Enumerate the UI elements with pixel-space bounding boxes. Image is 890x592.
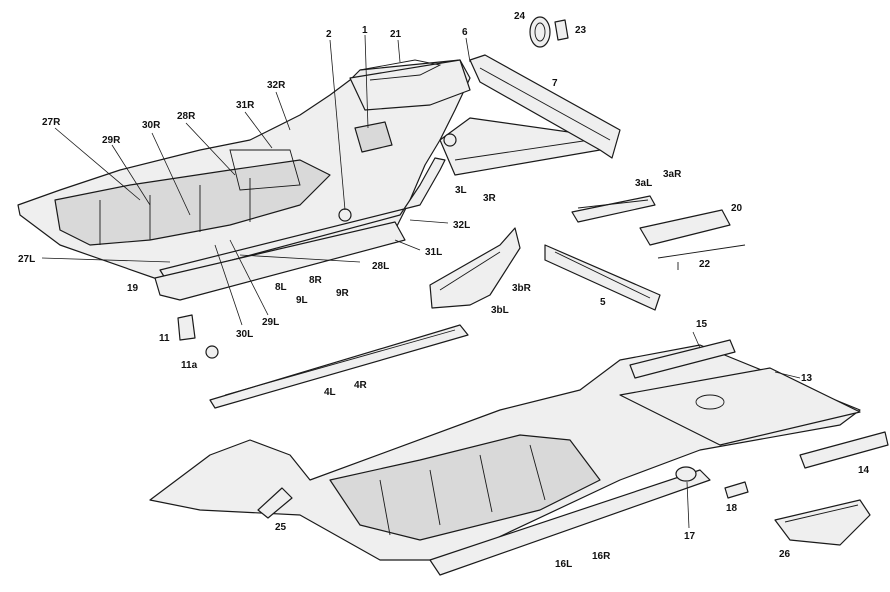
label-8R: 8R	[309, 275, 323, 286]
label-3aR: 3aR	[663, 169, 682, 180]
part-labels: 1 2 21 6 24 23 7 27R 29R 30R 28R 31R 32R…	[18, 11, 870, 570]
label-1: 1	[362, 25, 368, 36]
part-11-bracket	[177, 314, 196, 341]
label-28R: 28R	[177, 111, 196, 122]
part-25-bracket	[257, 487, 293, 519]
label-23: 23	[575, 25, 587, 36]
part-17-cup	[675, 466, 697, 482]
label-8L: 8L	[275, 282, 287, 293]
label-5: 5	[600, 297, 606, 308]
part-13-rear-panel	[619, 367, 861, 446]
label-30R: 30R	[142, 120, 161, 131]
label-32L: 32L	[453, 220, 470, 231]
part-22-rod	[657, 244, 746, 259]
part-4-sill	[209, 324, 469, 409]
label-3aL: 3aL	[635, 178, 652, 189]
label-13: 13	[801, 373, 813, 384]
label-3L: 3L	[455, 185, 467, 196]
label-20: 20	[731, 203, 743, 214]
part-3a-strip	[571, 195, 656, 223]
label-29R: 29R	[102, 135, 121, 146]
part-15-rail	[629, 339, 736, 379]
label-2: 2	[326, 29, 332, 40]
label-32R: 32R	[267, 80, 286, 91]
label-15: 15	[696, 319, 708, 330]
label-24: 24	[514, 11, 526, 22]
label-16R: 16R	[592, 551, 611, 562]
label-9R: 9R	[336, 288, 350, 299]
label-17: 17	[684, 531, 696, 542]
label-4R: 4R	[354, 380, 368, 391]
label-27L: 27L	[18, 254, 35, 265]
top-floor-assembly	[17, 59, 601, 301]
part-18-clip	[724, 481, 749, 499]
label-14: 14	[858, 465, 870, 476]
label-19: 19	[127, 283, 139, 294]
label-29L: 29L	[262, 317, 279, 328]
part-24-clamp	[529, 16, 551, 48]
label-22: 22	[699, 259, 711, 270]
label-4L: 4L	[324, 387, 336, 398]
label-7: 7	[552, 78, 558, 89]
label-26: 26	[779, 549, 791, 560]
label-27R: 27R	[42, 117, 61, 128]
label-6: 6	[462, 27, 468, 38]
label-3bL: 3bL	[491, 305, 509, 316]
label-30L: 30L	[236, 329, 253, 340]
part-14-rail	[799, 431, 889, 469]
label-18: 18	[726, 503, 738, 514]
part-11a-grommet	[205, 345, 219, 359]
label-11: 11	[159, 333, 170, 344]
label-11a: 11a	[181, 360, 198, 371]
label-3R: 3R	[483, 193, 497, 204]
label-21: 21	[390, 29, 402, 40]
label-25: 25	[275, 522, 287, 533]
leader-lines	[41, 34, 801, 529]
label-9L: 9L	[296, 295, 308, 306]
part-7-rail	[469, 54, 621, 159]
label-28L: 28L	[372, 261, 389, 272]
part-26-tray	[774, 499, 871, 546]
label-31R: 31R	[236, 100, 255, 111]
part-20-panel	[639, 209, 731, 246]
label-3bR: 3bR	[512, 283, 532, 294]
label-31L: 31L	[425, 247, 442, 258]
label-16L: 16L	[555, 559, 572, 570]
part-23-bracket	[554, 19, 569, 41]
